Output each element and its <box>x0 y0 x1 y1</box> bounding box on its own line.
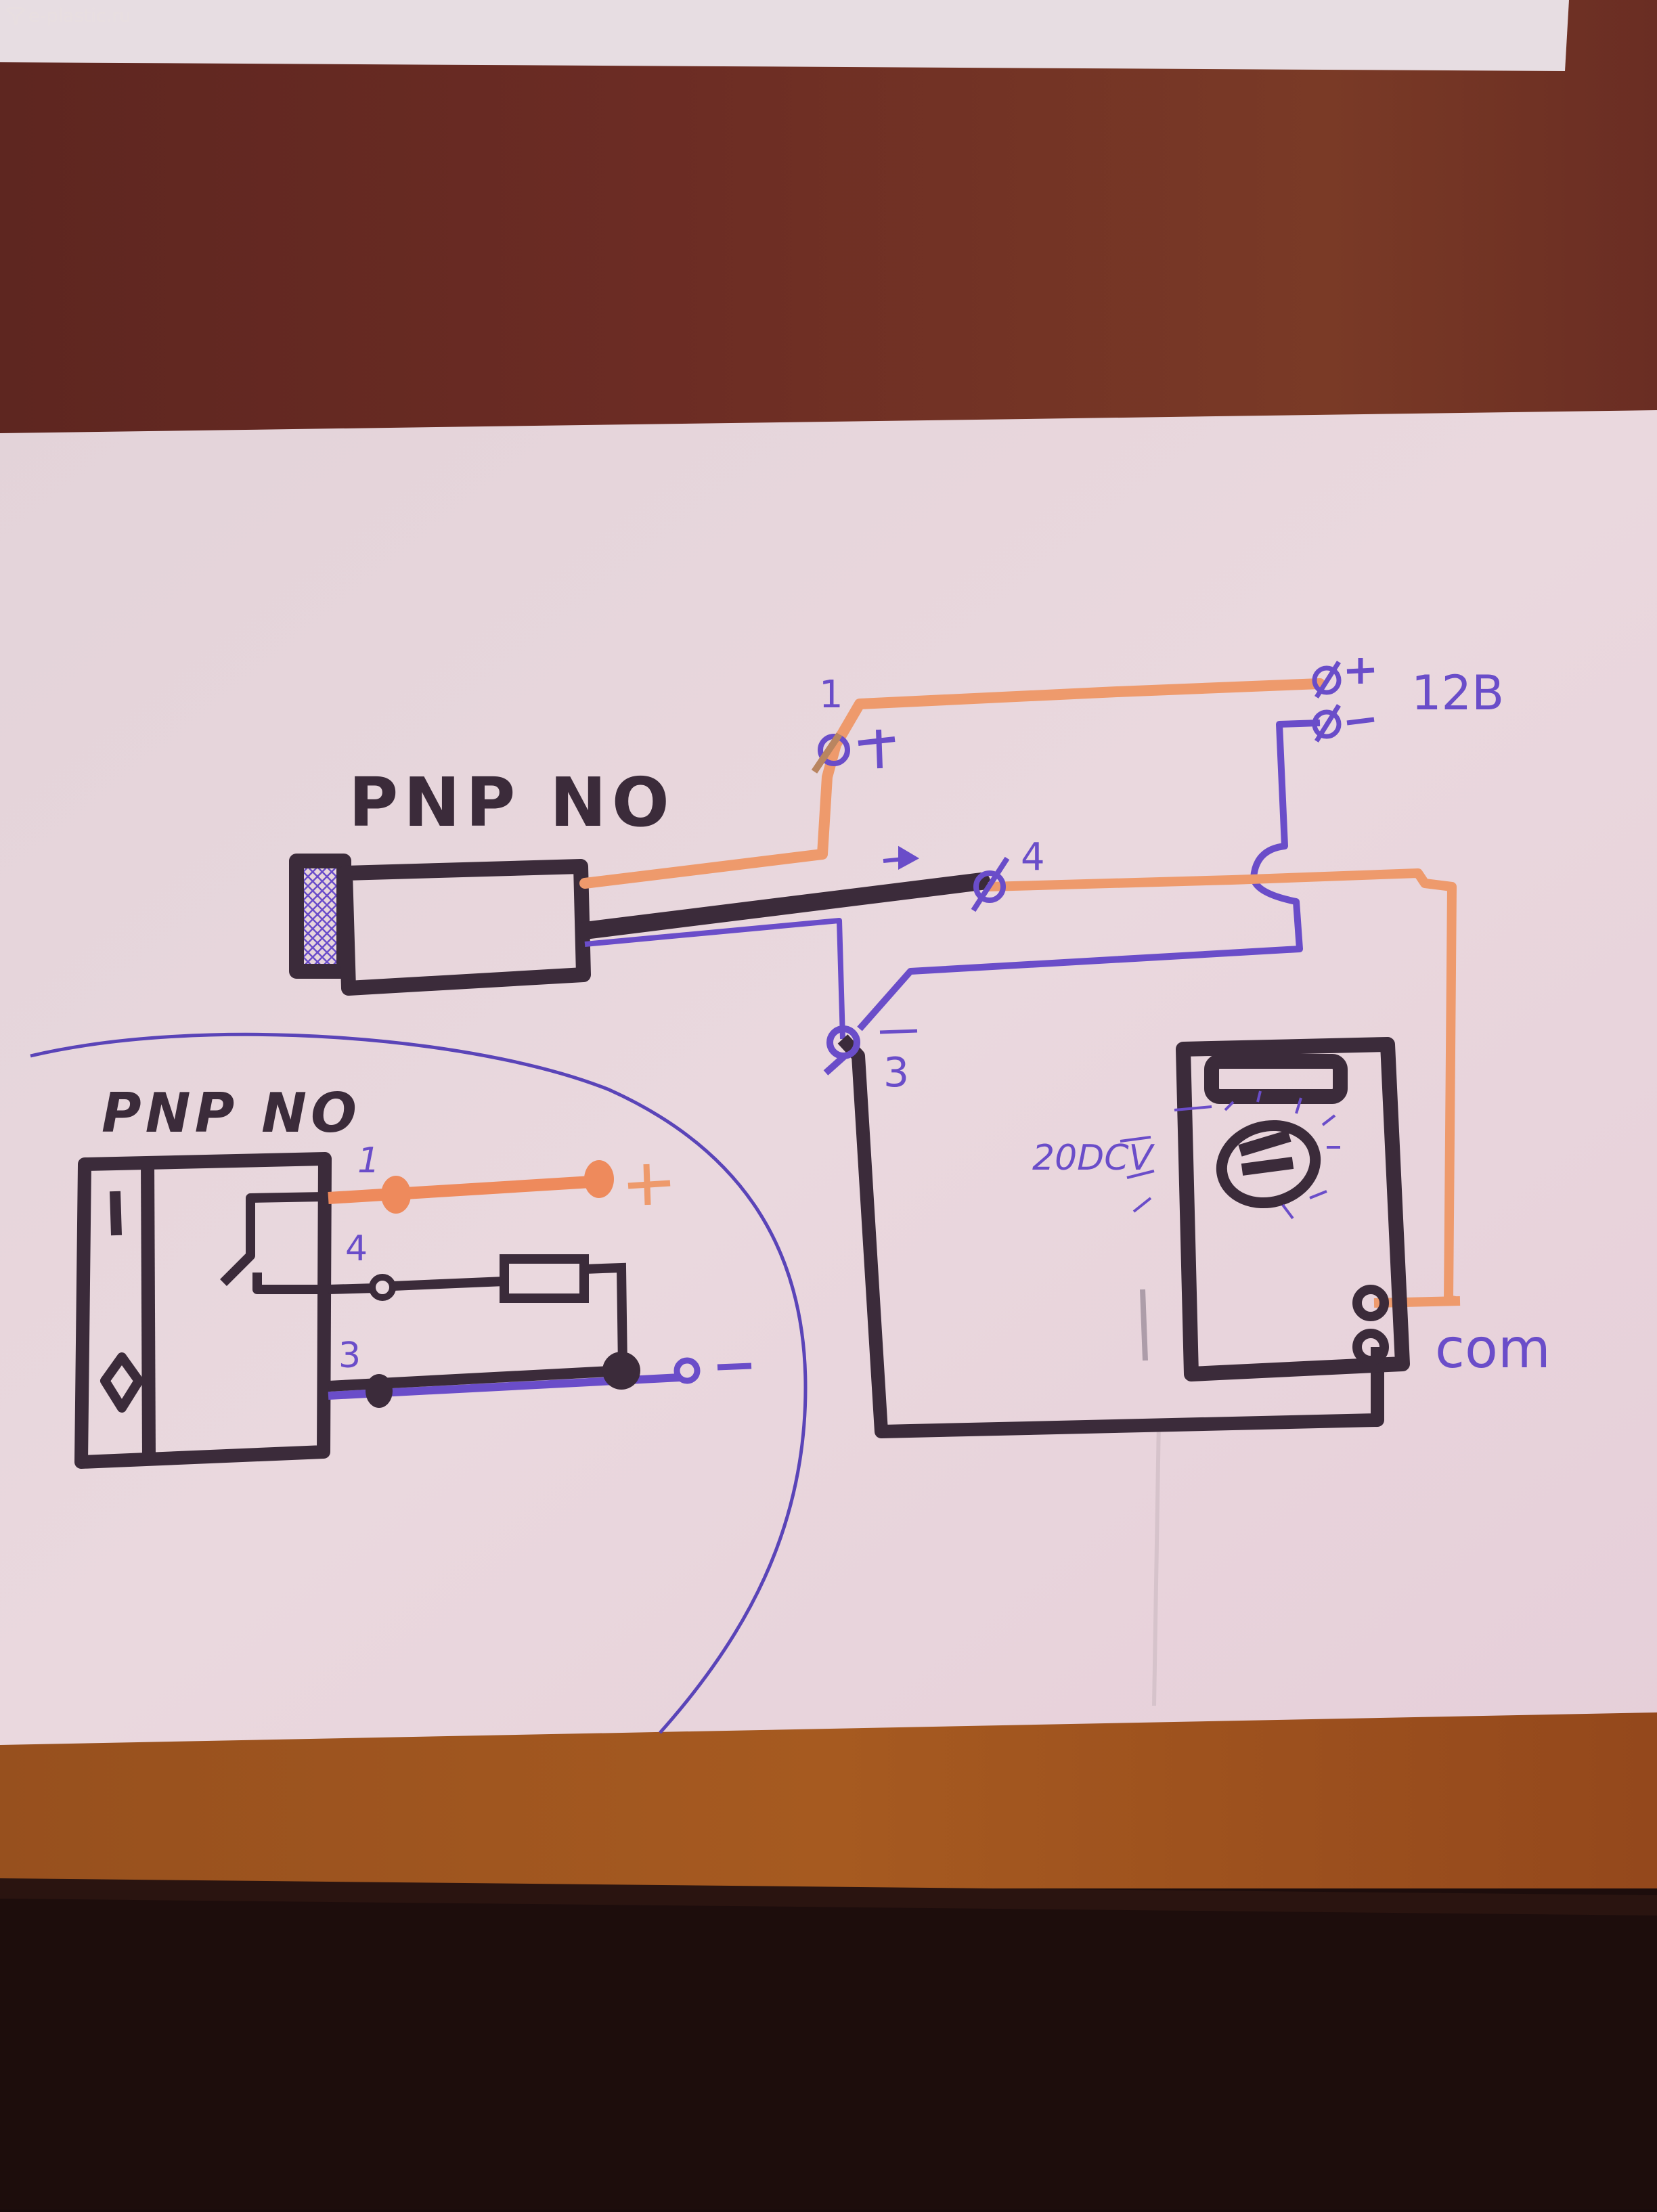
inset-plus-sign <box>627 1164 671 1205</box>
main-paper-sheet <box>0 410 1657 1745</box>
inset-boundary-arc <box>30 1032 808 1734</box>
multimeter-display <box>1204 1054 1348 1104</box>
inset-proximity-symbol <box>100 1352 143 1413</box>
inset-pin-3-wire <box>328 1352 752 1408</box>
inset-pin-4-label: 4 <box>345 1229 368 1269</box>
terminal-3-overbar <box>879 1029 918 1034</box>
inset-no-switch <box>220 1192 326 1294</box>
inset-pin-1-label: 1 <box>357 1141 380 1181</box>
multimeter-dial <box>1216 1120 1321 1209</box>
pen-smudge <box>1140 1289 1148 1361</box>
inset-pin-3-label: 3 <box>338 1335 361 1376</box>
top-paper-sheet <box>0 0 1569 71</box>
dial-ticks <box>1120 1090 1340 1220</box>
inset-title: PNP NO <box>102 1082 361 1145</box>
sensor-head-hatched <box>289 854 351 979</box>
black-wire-output <box>576 872 990 939</box>
terminal-3-label: 3 <box>883 1049 909 1097</box>
floor-shadow <box>0 1888 1657 2209</box>
supply-voltage-label: 12B <box>1411 665 1504 721</box>
inset-pin-4-terminal <box>369 1274 396 1301</box>
watermark: e-plastic.ru <box>5 5 131 26</box>
meter-mode-label: 20DCV <box>1032 1138 1155 1178</box>
wood-table-top <box>0 0 1657 474</box>
multimeter-input-v <box>1352 1285 1389 1321</box>
terminal-4 <box>971 856 1010 912</box>
inset-minus-terminal <box>673 1357 701 1384</box>
inset-pin-4-wire-with-load <box>328 1254 627 1368</box>
e-plastic-logo-icon <box>5 7 26 24</box>
terminal-3 <box>823 1025 860 1076</box>
meter-com-label: com <box>1435 1317 1551 1380</box>
signal-direction-arrow-icon <box>883 845 920 870</box>
floor-shadow-edge <box>0 1878 1657 1916</box>
multimeter-input-com <box>1352 1329 1389 1365</box>
blue-wire-ground <box>584 918 845 1040</box>
multimeter-dial-pointer <box>1238 1130 1294 1176</box>
supply-terminals <box>1312 658 1375 743</box>
terminal-1 <box>811 729 896 774</box>
multimeter-body <box>1176 1037 1410 1381</box>
terminal-4-label: 4 <box>1021 835 1045 879</box>
sensor-body <box>289 854 591 996</box>
terminal-1-label: 1 <box>819 673 843 717</box>
paper-fold <box>1152 1421 1161 1706</box>
watermark-text: e-plastic.ru <box>28 5 131 26</box>
sensor-housing <box>338 859 591 996</box>
inset-sensor-box <box>74 1152 332 1469</box>
sensor-title: PNP NO <box>349 763 675 842</box>
inset-load-resistor <box>500 1254 589 1303</box>
inset-pin-1-wire <box>328 1160 614 1214</box>
multimeter <box>1176 1037 1410 1381</box>
